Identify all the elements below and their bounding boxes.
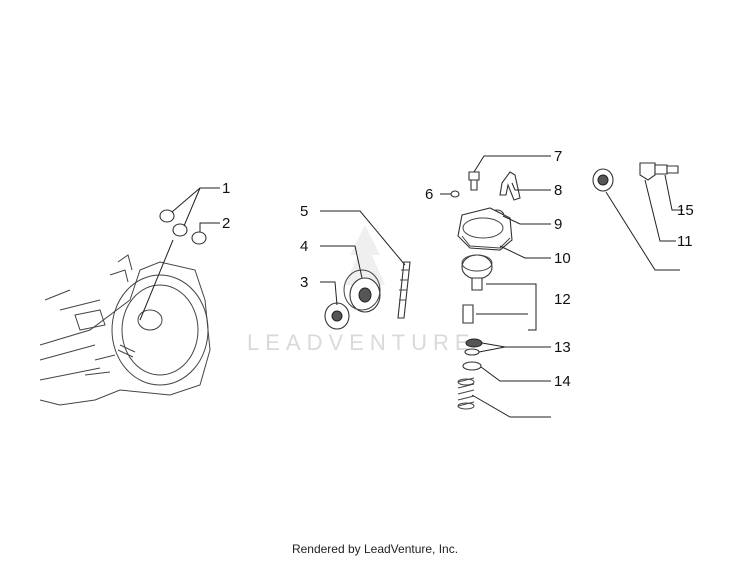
part-13-washer-a — [465, 338, 483, 348]
callout-13: 13 — [554, 339, 571, 356]
watermark-text: LEADVENTURE — [247, 330, 476, 355]
cap-part — [592, 168, 614, 192]
part-4-large-gear — [343, 269, 381, 313]
callout-10: 10 — [554, 250, 571, 267]
watermark-logo — [345, 225, 385, 285]
callout-9: 9 — [554, 216, 562, 233]
part-10-pump-body — [457, 207, 513, 251]
part-12-pin — [462, 304, 474, 324]
part-13-washer-b — [464, 348, 480, 356]
part-1-ring-a — [159, 209, 175, 223]
callout-2: 2 — [222, 215, 230, 232]
part-11-bracket — [639, 162, 656, 181]
callout-5: 5 — [300, 203, 308, 220]
callout-14: 14 — [554, 373, 571, 390]
leader-lines — [139, 155, 683, 418]
callout-6: 6 — [425, 186, 433, 203]
callout-11: 11 — [677, 233, 693, 250]
part-7-screw — [468, 171, 480, 191]
part-14-disc — [462, 361, 482, 371]
part-2-ring — [191, 231, 207, 245]
engine-housing — [39, 254, 211, 406]
callout-7: 7 — [554, 148, 562, 165]
part-8-lever — [499, 171, 521, 201]
spring — [457, 377, 475, 410]
callout-4: 4 — [300, 238, 308, 255]
callout-3: 3 — [300, 274, 308, 291]
part-5-shaft — [397, 261, 411, 319]
part-3-small-gear — [324, 302, 350, 330]
part-15-bolt — [654, 164, 679, 175]
callout-1: 1 — [222, 180, 230, 197]
part-1-ring-b — [172, 223, 188, 237]
part-12-impeller — [461, 254, 493, 291]
callout-15: 15 — [677, 202, 694, 219]
callout-8: 8 — [554, 182, 562, 199]
footer-credit: Rendered by LeadVenture, Inc. — [291, 542, 459, 556]
part-6-o-ring — [450, 190, 460, 198]
callout-12: 12 — [554, 291, 571, 308]
